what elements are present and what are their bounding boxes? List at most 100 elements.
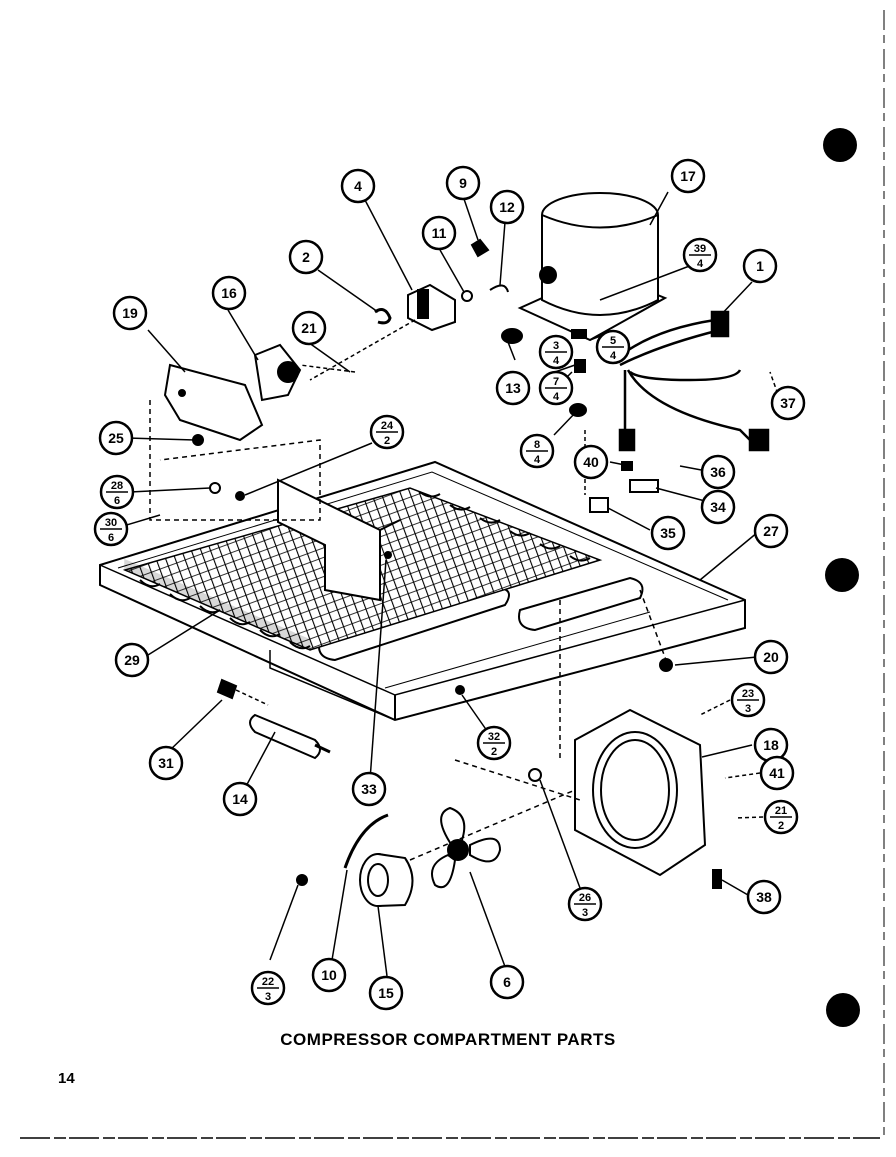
- callout-c5_4: 54: [595, 329, 631, 365]
- callout-circle: [421, 215, 457, 251]
- callout-c9: 9: [445, 165, 481, 201]
- callout-c32_2: 322: [476, 725, 512, 761]
- fan-blade: [431, 806, 502, 889]
- callout-number: 21: [775, 805, 787, 817]
- callout-number: 17: [680, 168, 696, 184]
- callout-c17: 17: [670, 158, 706, 194]
- callout-number: 28: [111, 480, 123, 492]
- callout-number: 23: [742, 688, 754, 700]
- callout-c7_4: 74: [538, 370, 574, 406]
- callout-group: 1246910111213141516171819202125272931333…: [93, 158, 806, 1011]
- callout-circle: [489, 964, 525, 1000]
- callout-number: 24: [381, 420, 394, 432]
- callout-c11: 11: [421, 215, 457, 251]
- relay-parts: [374, 238, 523, 344]
- callout-number: 8: [534, 439, 540, 451]
- callout-circle: [114, 642, 150, 678]
- callout-page-ref: 2: [491, 746, 497, 758]
- callout-c41: 41: [759, 755, 795, 791]
- callout-circle: [211, 275, 247, 311]
- callout-page-ref: 4: [610, 350, 617, 362]
- callout-c3_4: 34: [538, 334, 574, 370]
- callout-circle: [148, 745, 184, 781]
- callout-number: 12: [499, 199, 515, 215]
- callout-number: 9: [459, 175, 467, 191]
- callout-circle: [746, 879, 782, 915]
- callout-circle: [311, 957, 347, 993]
- callout-number: 18: [763, 737, 779, 753]
- misc-hardware: [209, 482, 722, 889]
- callout-number: 16: [221, 285, 237, 301]
- callout-number: 14: [232, 791, 248, 807]
- callout-number: 38: [756, 889, 772, 905]
- callout-circle: [340, 168, 376, 204]
- callout-number: 40: [583, 454, 599, 470]
- callout-circle: [742, 248, 778, 284]
- callout-c14: 14: [222, 781, 258, 817]
- callout-c1: 1: [742, 248, 778, 284]
- callout-c36: 36: [700, 454, 736, 490]
- callout-c12: 12: [489, 189, 525, 225]
- callout-page-ref: 6: [114, 495, 120, 507]
- callout-circle: [291, 310, 327, 346]
- binder-hole-bottom: [826, 993, 860, 1027]
- callout-number: 32: [488, 731, 500, 743]
- callout-number: 26: [579, 892, 591, 904]
- callout-c28_6: 286: [99, 474, 135, 510]
- callout-number: 31: [158, 755, 174, 771]
- callout-c23_3: 233: [730, 682, 766, 718]
- fan-shroud: [574, 708, 707, 877]
- callout-number: 33: [361, 781, 377, 797]
- callout-number: 30: [105, 517, 117, 529]
- callout-c26_3: 263: [567, 886, 603, 922]
- compressor: [517, 192, 668, 342]
- callout-number: 21: [301, 320, 317, 336]
- callout-number: 5: [610, 335, 616, 347]
- callout-number: 15: [378, 985, 394, 1001]
- page-number: 14: [58, 1070, 75, 1087]
- callout-c38: 38: [746, 879, 782, 915]
- wiring-harness: [614, 310, 770, 452]
- callout-circle: [573, 444, 609, 480]
- callout-circle: [650, 515, 686, 551]
- callout-c15: 15: [368, 975, 404, 1011]
- callout-number: 29: [124, 652, 140, 668]
- callout-circle: [753, 639, 789, 675]
- callout-c13: 13: [495, 370, 531, 406]
- bracket-33: [277, 478, 401, 602]
- callout-c4: 4: [340, 168, 376, 204]
- callout-c8_4: 84: [519, 433, 555, 469]
- callout-number: 37: [780, 395, 796, 411]
- callout-circle: [495, 370, 531, 406]
- callout-circle: [351, 771, 387, 807]
- callout-number: 41: [769, 765, 785, 781]
- callout-c37: 37: [770, 385, 806, 421]
- callout-page-ref: 3: [582, 907, 588, 919]
- callout-page-ref: 4: [553, 391, 560, 403]
- callout-page-ref: 2: [384, 435, 390, 447]
- callout-number: 35: [660, 525, 676, 541]
- callout-number: 2: [302, 249, 310, 265]
- callout-page-ref: 4: [553, 355, 560, 367]
- callout-number: 39: [694, 243, 706, 255]
- callout-c30_6: 306: [93, 511, 129, 547]
- diagram-title: COMPRESSOR COMPARTMENT PARTS: [280, 1030, 616, 1049]
- callout-c34: 34: [700, 489, 736, 525]
- callout-number: 19: [122, 305, 138, 321]
- callout-c16: 16: [211, 275, 247, 311]
- callout-page-ref: 3: [265, 991, 271, 1003]
- callout-circle: [288, 239, 324, 275]
- callout-circle: [700, 489, 736, 525]
- callout-circle: [368, 975, 404, 1011]
- binder-hole-top: [823, 128, 857, 162]
- callout-number: 27: [763, 523, 779, 539]
- callout-c6: 6: [489, 964, 525, 1000]
- callout-c18: 18: [753, 727, 789, 763]
- callout-number: 10: [321, 967, 337, 983]
- callout-number: 20: [763, 649, 779, 665]
- callout-circle: [98, 420, 134, 456]
- callout-circle: [222, 781, 258, 817]
- callout-c40: 40: [573, 444, 609, 480]
- callout-c20: 20: [753, 639, 789, 675]
